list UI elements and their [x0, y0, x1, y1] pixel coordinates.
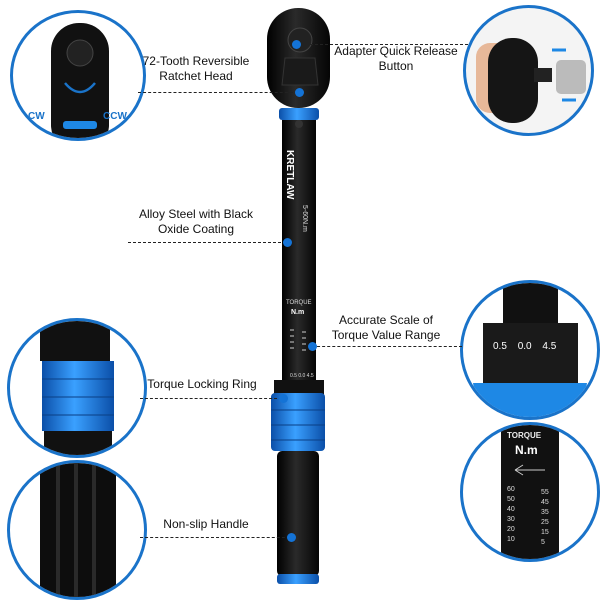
handle-label: Non-slip Handle [163, 517, 249, 531]
arrow-icon [552, 48, 576, 102]
locking-ring-label: Torque Locking Ring [147, 377, 257, 391]
svg-text:0.5 0.0 4.5: 0.5 0.0 4.5 [290, 373, 314, 379]
scale-label: Accurate Scale of Torque Value Range [331, 313, 441, 342]
ccw-label: CCW [103, 111, 127, 122]
ratchet-head-label: 72-Tooth Reversible Ratchet Head [142, 54, 250, 83]
range-marking: 5-60N.m [301, 205, 308, 232]
svg-text:N.m: N.m [291, 309, 304, 316]
cw-label: CW [28, 111, 45, 122]
scale-title: TORQUE [286, 300, 312, 306]
quick-release-label: Adapter Quick Release Button [334, 44, 458, 73]
arrow-left-icon [514, 464, 545, 476]
locking-ring-circle [7, 318, 147, 458]
ring-ticks: 0.5 0.0 4.5 [493, 341, 557, 352]
coating-label: Alloy Steel with Black Oxide Coating [138, 207, 254, 236]
handle [277, 451, 319, 576]
handle-circle [7, 460, 147, 600]
locking-ring [271, 393, 325, 451]
scale-detail-circle: 0.5 0.0 4.5 [460, 280, 600, 420]
brand-logo: KRETLAW [284, 150, 295, 200]
quick-release-circle [463, 5, 594, 136]
ratchet-detail-circle: CW CCW [10, 10, 146, 141]
direction-arrow-icon [64, 82, 96, 94]
